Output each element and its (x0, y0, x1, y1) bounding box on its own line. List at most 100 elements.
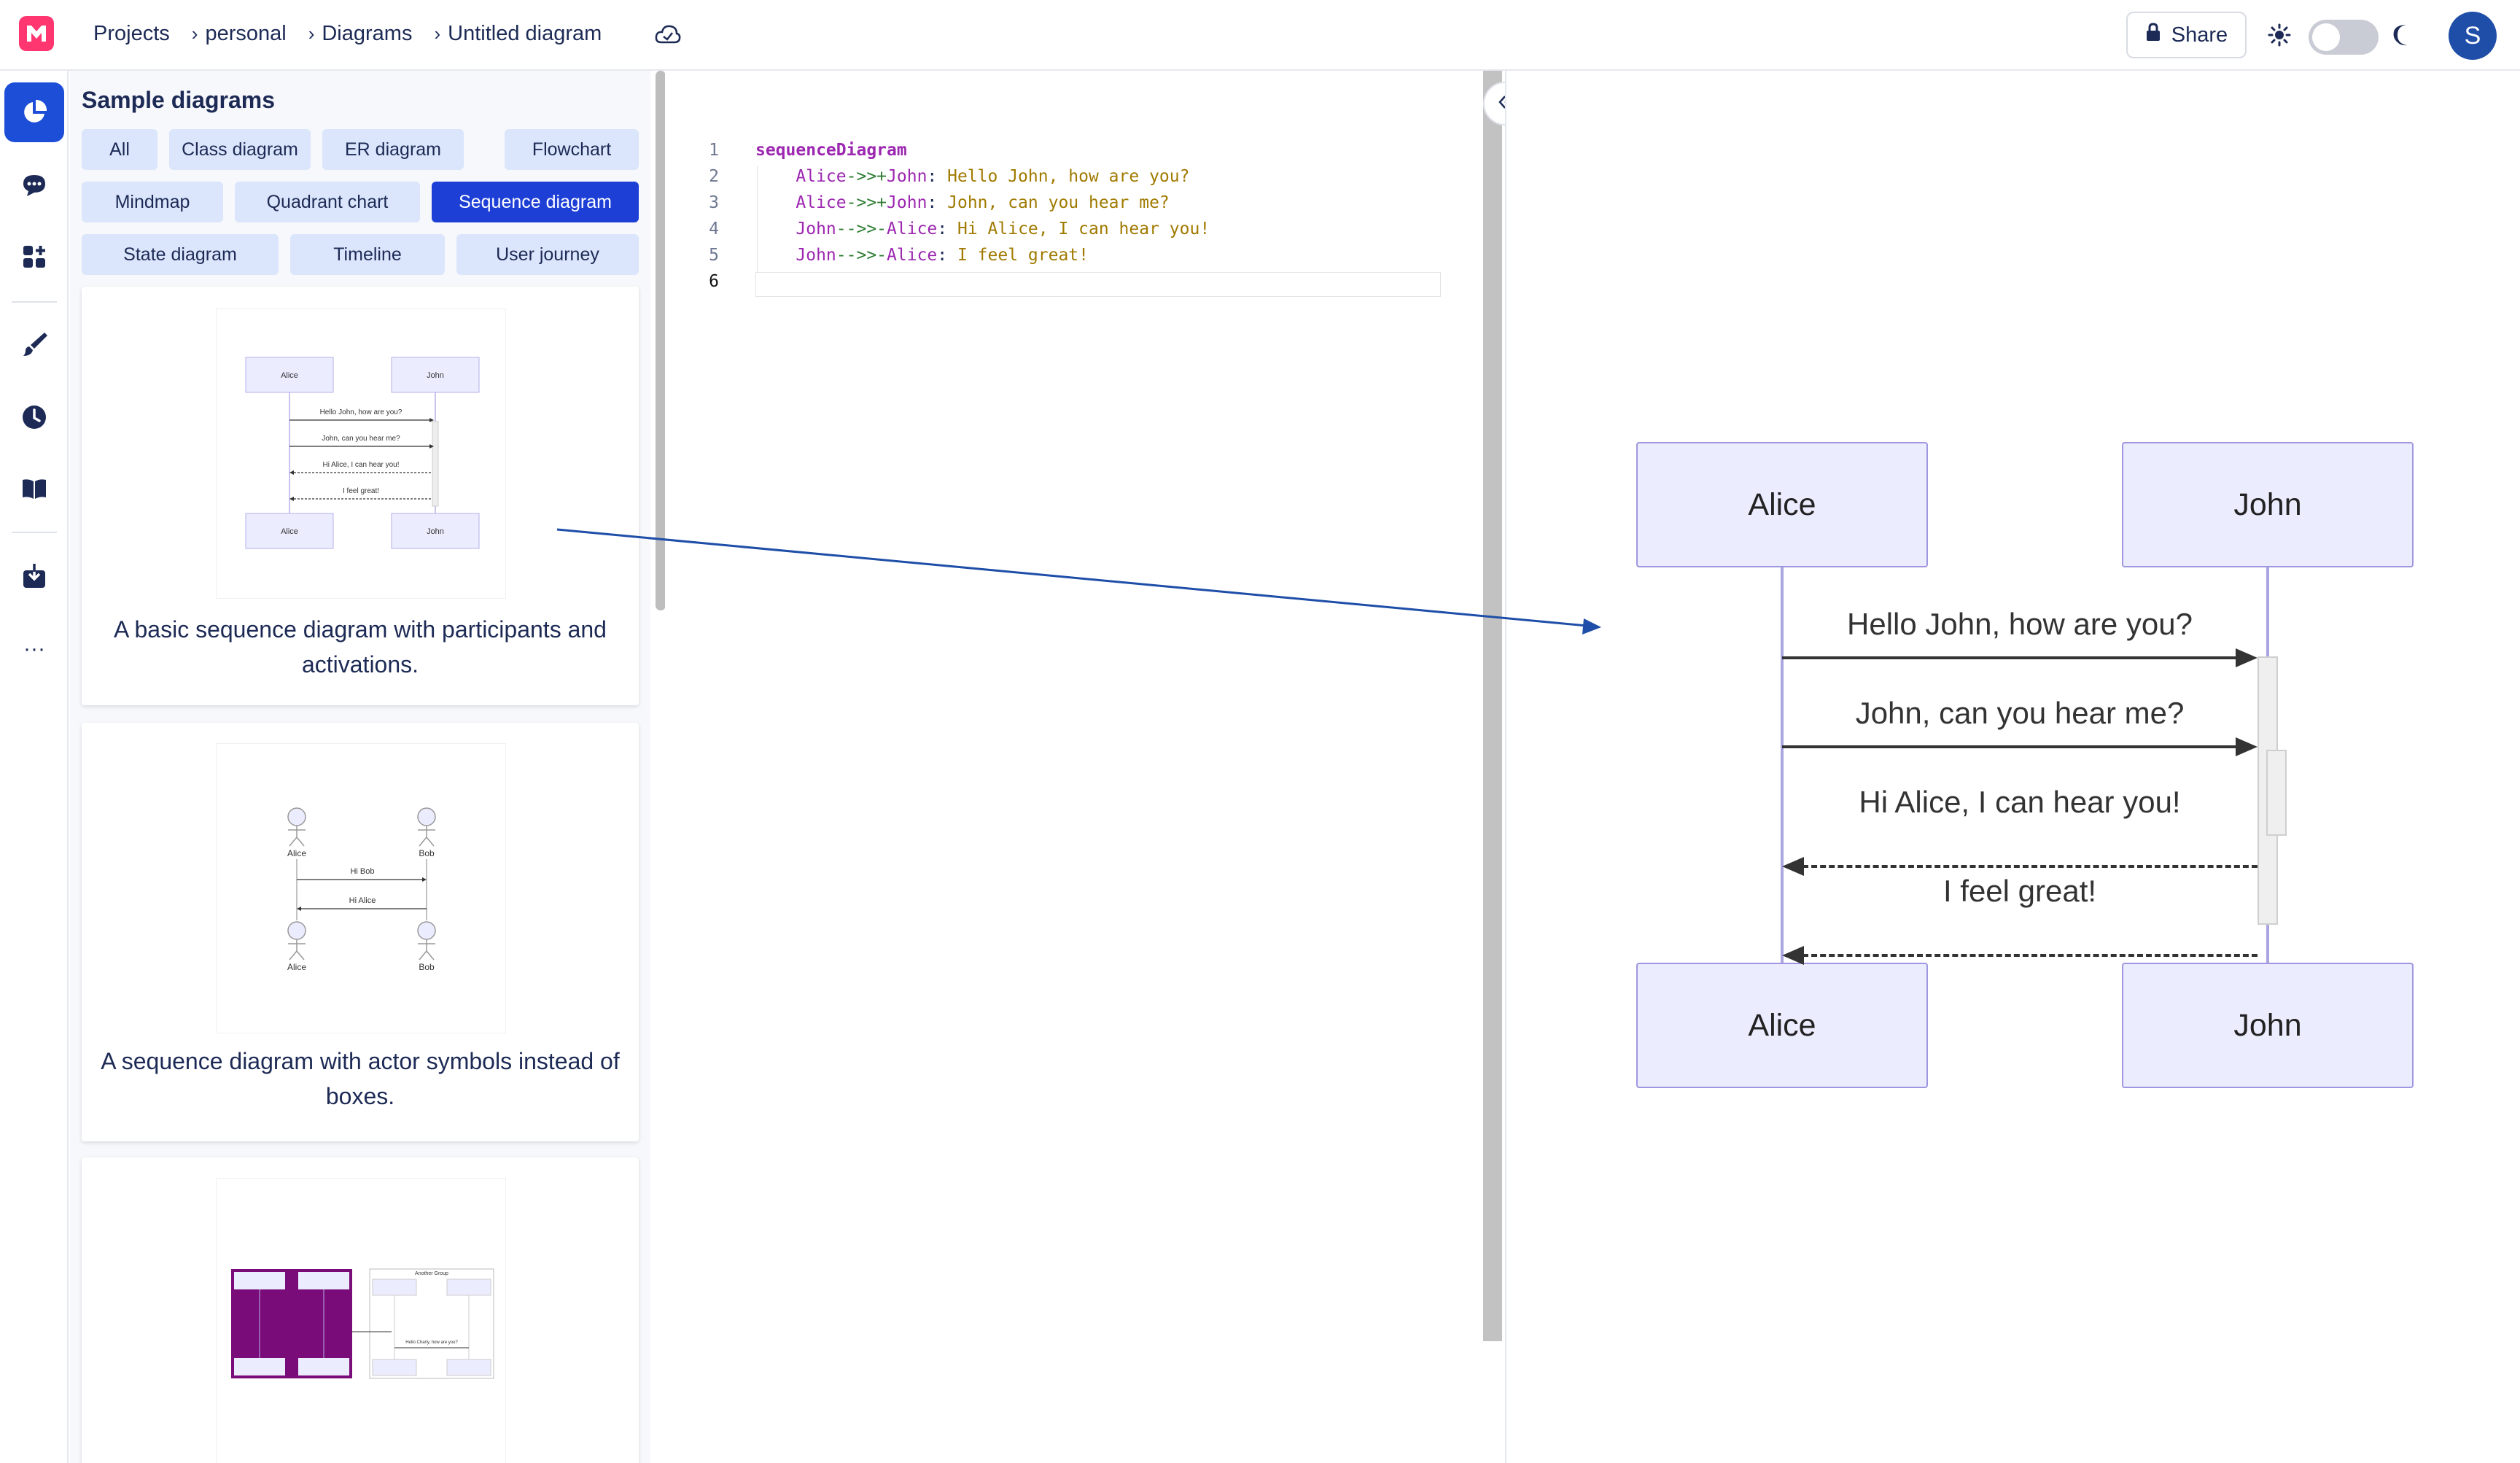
rail-divider (12, 532, 57, 533)
sample-card[interactable]: Alice John Alice John Hello John, how ar… (82, 287, 639, 705)
line-number: 5 (709, 246, 719, 265)
code-token (755, 220, 796, 238)
filter-er-diagram[interactable]: ER diagram (322, 129, 464, 170)
thumb-actor-label: Alice (287, 962, 306, 972)
arrow-head (2236, 648, 2258, 667)
code-token: -->>- (836, 246, 887, 265)
filter-state-diagram[interactable]: State diagram (82, 234, 279, 275)
brush-icon[interactable] (4, 314, 64, 374)
line-number: 3 (709, 193, 719, 212)
user-avatar[interactable]: S (2449, 12, 2497, 60)
sample-diagrams-panel: Sample diagrams All Class diagram ER dia… (70, 71, 650, 1463)
book-icon[interactable] (4, 459, 64, 519)
filter-user-journey[interactable]: User journey (456, 234, 639, 275)
code-token: ->>+ (846, 193, 887, 212)
thumb-message: Hello John, how are you? (320, 408, 402, 416)
cloud-sync-icon[interactable] (654, 22, 682, 47)
sun-icon (2268, 23, 2291, 47)
add-apps-icon[interactable] (4, 227, 64, 287)
breadcrumb: Projects › personal › Diagrams › Untitle… (93, 22, 623, 46)
line-number: 2 (709, 167, 719, 186)
message-arrow (1802, 954, 2258, 957)
actor-alice-bottom[interactable]: Alice (1636, 963, 1928, 1088)
import-icon[interactable] (4, 546, 64, 606)
code-token: Alice (796, 167, 847, 186)
diagram-icon[interactable] (4, 82, 64, 142)
activation-bar (2266, 750, 2287, 836)
breadcrumb-diagram-title[interactable]: Untitled diagram (448, 22, 602, 45)
message-label: I feel great! (1942, 874, 2097, 908)
breadcrumb-diagrams[interactable]: Diagrams (322, 22, 413, 45)
app-logo-icon[interactable] (19, 16, 54, 51)
samples-scrollbar[interactable] (656, 71, 666, 610)
code-token: : (927, 193, 948, 212)
filter-sequence-diagram[interactable]: Sequence diagram (432, 182, 639, 222)
thumb-actor-label: Alice (281, 371, 298, 380)
moon-icon (2390, 22, 2416, 48)
filter-mindmap[interactable]: Mindmap (82, 182, 223, 222)
sample-description: A basic sequence diagram with participan… (114, 616, 607, 678)
current-line-highlight (755, 272, 1441, 297)
line-number: 1 (709, 141, 719, 160)
thumb-message: Hi Alice, I can hear you! (322, 461, 399, 469)
filter-timeline[interactable]: Timeline (290, 234, 445, 275)
filter-quadrant-chart[interactable]: Quadrant chart (235, 182, 420, 222)
share-button[interactable]: Share (2126, 12, 2247, 58)
more-icon[interactable]: ··· (23, 637, 45, 661)
code-token: Hello John, how are you? (947, 167, 1190, 186)
thumb-group-label: Another Group (415, 1271, 448, 1276)
theme-toggle[interactable] (2309, 20, 2379, 55)
breadcrumb-personal[interactable]: personal (205, 22, 287, 45)
code-token: I feel great! (957, 246, 1089, 265)
top-bar: Projects › personal › Diagrams › Untitle… (0, 0, 2520, 71)
panel-title: Sample diagrams (82, 87, 275, 113)
thumb-actor-label: Alice (287, 848, 306, 858)
actor-alice-top[interactable]: Alice (1636, 442, 1928, 567)
code-text: John-->>-Alice: I feel great! (755, 246, 1089, 265)
diagram-preview[interactable] (1505, 71, 2520, 1463)
code-token: : (927, 167, 948, 186)
sample-card[interactable]: Alice Bob Alice Bob Hi Bob Hi Alice A se… (82, 723, 639, 1141)
arrow-head (1782, 857, 1804, 876)
breadcrumb-separator: › (434, 23, 441, 44)
code-token: -->>- (836, 220, 887, 238)
line-number: 4 (709, 220, 719, 238)
share-label: Share (2171, 23, 2228, 47)
message-label: Hi Alice, I can hear you! (1859, 785, 2181, 819)
thumb-message: Hi Bob (350, 867, 374, 876)
filter-class-diagram[interactable]: Class diagram (169, 129, 311, 170)
sample-thumbnail: Alice Bob Alice Bob Hi Bob Hi Alice (216, 743, 506, 1033)
thumb-message: I feel great! (343, 487, 379, 495)
chat-icon[interactable] (4, 155, 64, 215)
breadcrumb-separator: › (308, 23, 315, 44)
code-token: Alice (887, 246, 938, 265)
history-icon[interactable] (4, 387, 64, 447)
code-text: John-->>-Alice: Hi Alice, I can hear you… (755, 220, 1210, 238)
code-token: Alice (796, 193, 847, 212)
message-arrow (1782, 745, 2237, 748)
sample-description: A sequence diagram with actor symbols in… (101, 1048, 620, 1109)
code-token: John (796, 220, 836, 238)
sample-thumbnail: Another Group Hello Charly, how are you? (216, 1178, 506, 1463)
message-label: Hello John, how are you? (1847, 607, 2193, 641)
code-text: Alice->>+John: John, can you hear me? (755, 193, 1170, 212)
code-token (755, 167, 796, 186)
actor-john-bottom[interactable]: John (2122, 963, 2414, 1088)
sample-thumbnail: Alice John Alice John Hello John, how ar… (216, 308, 506, 599)
code-token (755, 193, 796, 212)
actor-john-top[interactable]: John (2122, 442, 2414, 567)
filter-all[interactable]: All (82, 129, 158, 170)
code-token: sequenceDiagram (755, 141, 907, 160)
toggle-knob (2312, 23, 2340, 51)
editor-scrollbar[interactable] (1483, 71, 1502, 1341)
filter-flowchart[interactable]: Flowchart (505, 129, 639, 170)
breadcrumb-projects[interactable]: Projects (93, 22, 170, 45)
sample-card[interactable]: Another Group Hello Charly, how are you? (82, 1157, 639, 1463)
thumb-actor-label: Bob (419, 962, 435, 972)
code-token: Hi Alice, I can hear you! (957, 220, 1210, 238)
code-token: John (796, 246, 836, 265)
code-token: John, can you hear me? (947, 193, 1170, 212)
thumb-actor-label: Bob (419, 848, 435, 858)
arrow-head (2236, 737, 2258, 756)
